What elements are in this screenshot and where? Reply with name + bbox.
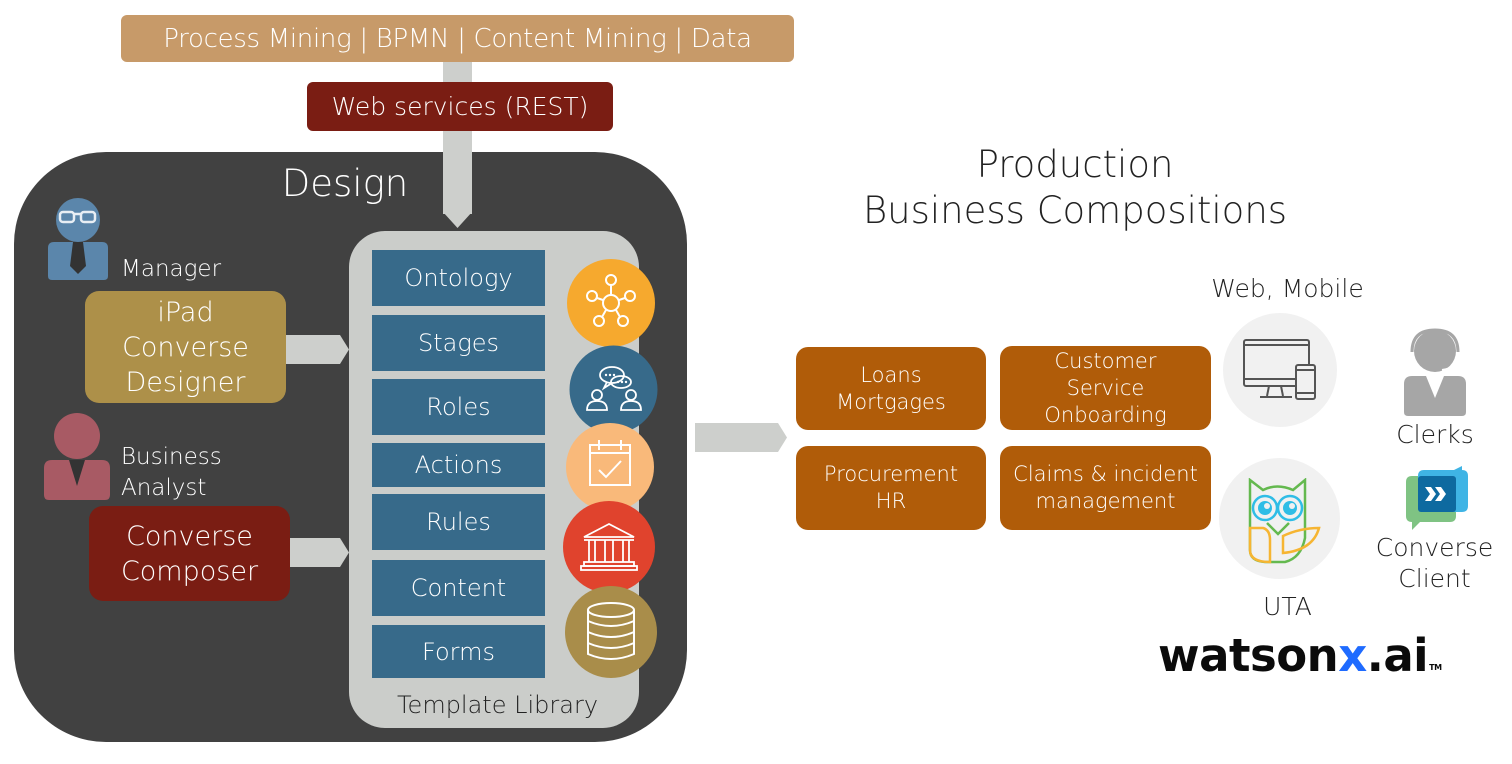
composition-line: Mortgages <box>836 389 946 414</box>
production-title-line2: Business Compositions <box>862 189 1288 232</box>
web-mobile-label: Web, Mobile <box>1211 274 1364 303</box>
composer-to-library-arrow <box>290 538 349 567</box>
database-icon <box>565 586 657 678</box>
converse-client-chat-icon <box>1406 466 1468 530</box>
library-item-rules: Rules <box>372 494 545 550</box>
library-item-roles: Roles <box>372 379 545 435</box>
composition-line: HR <box>875 489 907 513</box>
tool-line: Converse <box>126 520 253 552</box>
library-item-forms: Forms <box>372 625 545 678</box>
watsonx-prefix: watson <box>1158 629 1339 682</box>
composition-line: Claims & incident <box>1013 462 1198 486</box>
tool-line: Designer <box>125 366 246 398</box>
clerks-label: Clerks <box>1396 420 1474 449</box>
client-label-line: Client <box>1398 564 1471 593</box>
composition-line: Onboarding <box>1044 402 1167 427</box>
composition-claims-incident: Claims & incident management <box>1000 446 1211 530</box>
trademark-mark: TM <box>1429 663 1442 672</box>
manager-person-icon <box>48 198 108 280</box>
composition-line: Procurement <box>823 462 959 486</box>
calendar-check-icon <box>566 423 654 511</box>
analyst-label-line: Analyst <box>121 475 207 501</box>
composition-procurement-hr: Procurement HR <box>796 446 986 530</box>
conversation-icon <box>569 345 658 434</box>
converse-composer-box: Converse Composer <box>89 506 290 601</box>
tool-line: Converse <box>122 331 249 363</box>
design-title: Design <box>281 161 409 205</box>
desktop-mobile-icon <box>1243 339 1316 400</box>
analyst-person-icon <box>44 413 110 500</box>
composition-line: Loans <box>860 362 922 387</box>
template-library-label: Template Library <box>396 691 599 719</box>
library-item-ontology: Ontology <box>372 250 545 306</box>
clerk-headset-icon <box>1404 328 1466 416</box>
library-item-content: Content <box>372 560 545 616</box>
composition-loans-mortgages: Loans Mortgages <box>796 347 986 430</box>
connector-segment <box>443 152 472 214</box>
data-sources-label: Process Mining | BPMN | Content Mining |… <box>163 23 752 54</box>
bank-building-icon <box>563 501 655 593</box>
designer-to-library-arrow <box>286 335 349 364</box>
connector-arrowhead <box>443 212 472 228</box>
composition-line: Customer <box>1054 348 1157 373</box>
watsonx-ai-logo: watsonx.aiTM <box>1158 628 1442 684</box>
owl-uta-icon <box>1248 478 1321 564</box>
library-item-stages: Stages <box>372 315 545 371</box>
watsonx-x: x <box>1338 629 1367 682</box>
rest-services-label: Web services (REST) <box>331 92 589 121</box>
tool-line: iPad <box>157 296 214 328</box>
converse-client-label: Converse Client <box>1372 532 1497 594</box>
manager-label: Manager <box>121 256 222 282</box>
uta-label: UTA <box>1263 592 1312 621</box>
composition-line: Service <box>1066 375 1145 400</box>
library-item-actions: Actions <box>372 443 545 487</box>
network-icon <box>567 259 655 347</box>
production-title: Production Business Compositions <box>830 142 1320 234</box>
tool-line: Composer <box>120 555 259 587</box>
data-sources-bar: Process Mining | BPMN | Content Mining |… <box>121 15 794 62</box>
web-mobile-circle <box>1223 313 1337 427</box>
composition-customer-service-onboarding: Customer Service Onboarding <box>1000 346 1211 430</box>
design-to-production-arrow <box>695 423 787 452</box>
composition-line: management <box>1035 489 1176 513</box>
analyst-label-line: Business <box>121 444 222 470</box>
rest-services-box: Web services (REST) <box>307 82 613 131</box>
watsonx-suffix: .ai <box>1366 629 1429 682</box>
business-analyst-label: Business Analyst <box>121 442 222 504</box>
client-label-line: Converse <box>1375 533 1494 562</box>
uta-circle <box>1219 458 1340 579</box>
production-title-line1: Production <box>976 143 1174 186</box>
ipad-converse-designer-box: iPad Converse Designer <box>85 291 286 403</box>
